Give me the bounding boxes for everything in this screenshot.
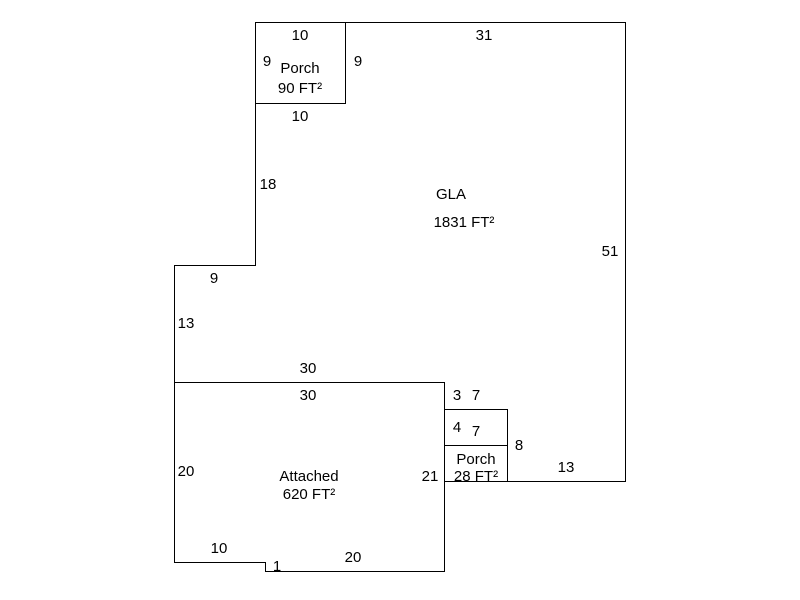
dim-gla-top: 31 <box>476 27 493 44</box>
dim-attached-right: 21 <box>422 468 439 485</box>
attached-area: 620 FT² <box>283 486 336 503</box>
dim-gla-bottom-right: 13 <box>558 459 575 476</box>
gla-label: GLA <box>436 186 466 203</box>
attached-label: Attached <box>279 468 338 485</box>
dim-gla-left-lower: 13 <box>178 315 195 332</box>
dim-porch-small-a: 3 <box>453 387 461 404</box>
dim-porch-top-top: 10 <box>292 27 309 44</box>
attached-outline <box>174 382 445 572</box>
dim-porch-small-right: 8 <box>515 437 523 454</box>
dim-attached-bottom-left: 10 <box>211 540 228 557</box>
dim-porch-small-d: 7 <box>472 423 480 440</box>
dim-gla-bottom: 30 <box>300 360 317 377</box>
porch-top-outline <box>255 22 346 104</box>
dim-attached-left: 20 <box>178 463 195 480</box>
dim-porch-small-b: 7 <box>472 387 480 404</box>
porch-top-area: 90 FT² <box>278 80 322 97</box>
dim-gla-left-upper: 18 <box>260 176 277 193</box>
dim-attached-top: 30 <box>300 387 317 404</box>
gla-area: 1831 FT² <box>434 214 495 231</box>
gla-outline <box>174 22 626 482</box>
porch-top-label: Porch <box>280 60 319 77</box>
dim-porch-top-right: 9 <box>354 53 362 70</box>
dim-porch-small-c: 4 <box>453 419 461 436</box>
dim-porch-top-bottom: 10 <box>292 108 309 125</box>
dim-porch-top-left: 9 <box>263 53 271 70</box>
porch-small-area: 28 FT² <box>454 468 498 485</box>
dim-attached-bottom-right: 20 <box>345 549 362 566</box>
porch-small-label: Porch <box>456 451 495 468</box>
dim-gla-step: 9 <box>210 270 218 287</box>
dim-attached-notch: 1 <box>273 558 281 575</box>
dim-gla-right: 51 <box>602 243 619 260</box>
